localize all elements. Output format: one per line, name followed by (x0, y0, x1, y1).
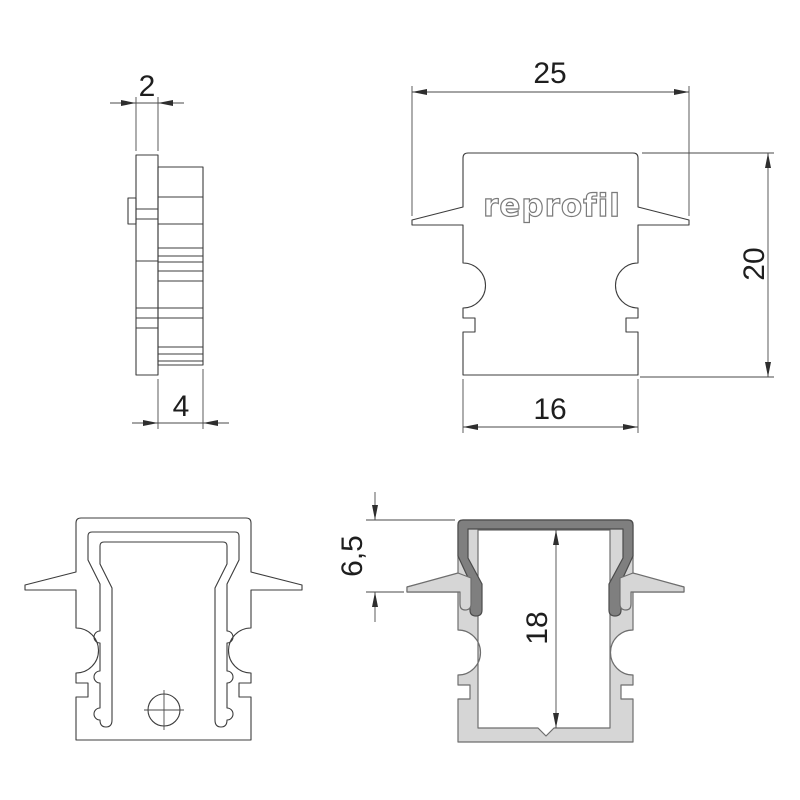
side-rib-lines (136, 196, 203, 362)
arrow-dim25-right (674, 89, 689, 95)
arrow-dim16-left (463, 424, 478, 430)
screw-hole-center-mark (144, 690, 184, 730)
wing-left (406, 572, 472, 611)
wing-right (619, 572, 685, 611)
arrow-dim18-bottom (553, 713, 559, 728)
dim-overall-height-label: 20 (738, 247, 771, 281)
front-outline (411, 152, 690, 376)
outline-view (24, 517, 303, 741)
cap-section (457, 519, 634, 617)
arrow-dim4-left (143, 420, 158, 426)
dim-inner-height-label: 18 (521, 611, 554, 645)
arrow-dim16-right (623, 424, 638, 430)
dim-groove-depth-label: 6,5 (336, 535, 369, 577)
outline-plug-wall (87, 531, 240, 728)
arrow-dim20-top (765, 153, 771, 168)
side-tab (127, 197, 137, 225)
arrow-dim2-left (121, 100, 136, 106)
arrow-dim25-left (412, 89, 427, 95)
reprofil-logo: reprofil (482, 188, 621, 224)
side-rear-body (157, 166, 204, 366)
dim-body-width-label: 16 (533, 393, 567, 426)
arrow-dim4-right (203, 420, 218, 426)
outline-outer (24, 517, 303, 741)
side-view (110, 97, 229, 429)
dim-total-depth-label: 4 (172, 390, 190, 423)
arrow-dim65-bottom (372, 592, 378, 607)
arrow-dim2-right (158, 100, 173, 106)
cross-section-view (366, 492, 685, 743)
side-front-plate (135, 154, 159, 376)
dim-front-thickness-label: 2 (138, 70, 156, 103)
arrow-dim65-top (372, 505, 378, 520)
arrow-dim18-top (553, 530, 559, 545)
front-view (411, 86, 774, 433)
dim-overall-width-label: 25 (533, 57, 567, 90)
arrow-dim20-bottom (765, 362, 771, 377)
